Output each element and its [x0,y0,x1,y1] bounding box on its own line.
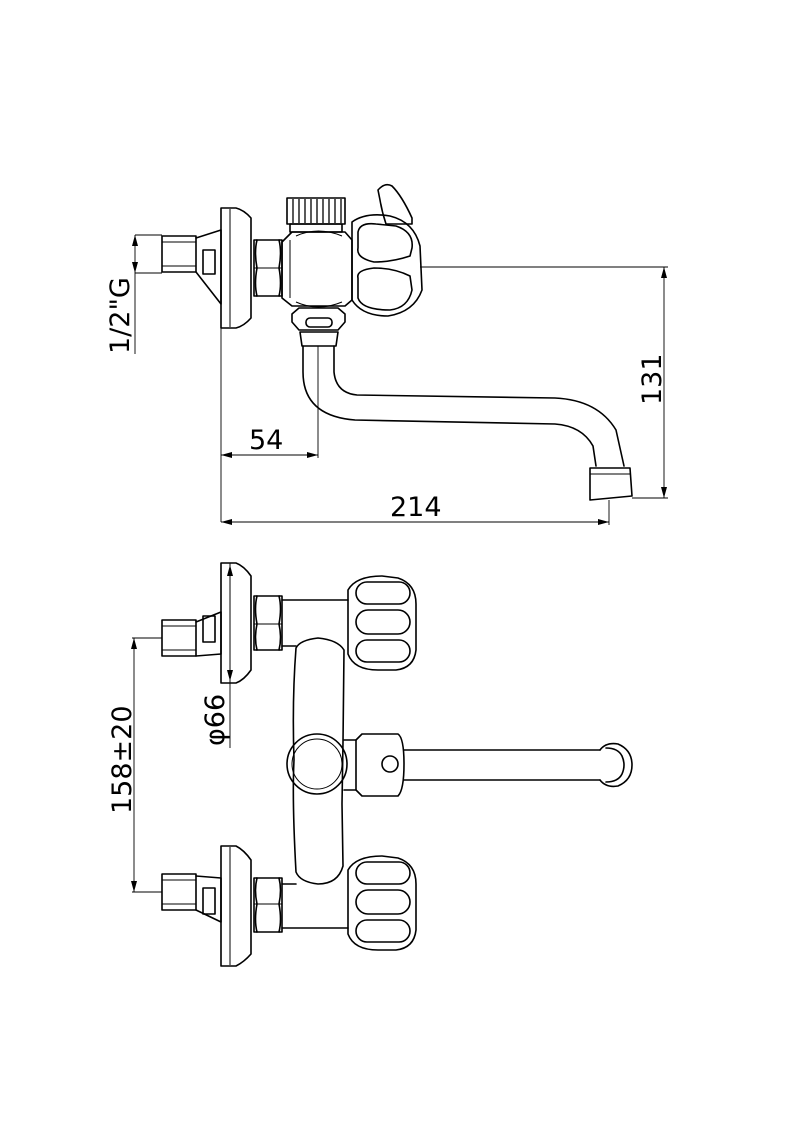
side-hex-nut [253,239,283,297]
top-lower-handle [347,855,417,951]
dimension-inlet-offset: 54 [220,328,319,522]
label-thread: 1/2"G [105,277,136,354]
dimension-spout-height: 131 [420,266,668,499]
dimension-thread: 1/2"G [105,234,162,354]
top-upper-inlet [161,611,222,657]
top-upper-hex-nut [253,595,283,651]
dimension-center-distance: 158±20 [107,637,162,893]
side-view: 1/2"G 54 214 131 [105,183,668,525]
top-view: φ66 158±20 [107,562,633,967]
top-spout-base [343,733,405,797]
top-lower-hex-nut [253,877,283,933]
label-inlet-offset: 54 [249,425,283,456]
side-spout-swivel [291,307,346,347]
top-upper-handle [347,575,417,671]
side-inlet-connector [161,229,222,305]
top-upper-flange [220,562,252,684]
side-valve-body [281,231,353,307]
top-valve-body [292,637,345,885]
side-knurled-cap [286,197,346,233]
side-aerator [589,467,633,501]
dimension-flange-diameter: φ66 [200,563,233,748]
dimension-overall-length: 214 [221,492,610,525]
side-handle [351,183,423,317]
top-center-disc [286,733,348,795]
top-spout-tube [403,742,633,788]
label-center-distance: 158±20 [107,705,138,814]
label-spout-height: 131 [637,353,668,405]
label-overall-length: 214 [390,492,442,523]
top-lower-flange [220,845,252,967]
label-flange-diameter: φ66 [200,694,231,746]
side-wall-flange [220,207,252,329]
side-spout-tube [302,345,597,467]
top-lower-inlet [161,873,222,923]
